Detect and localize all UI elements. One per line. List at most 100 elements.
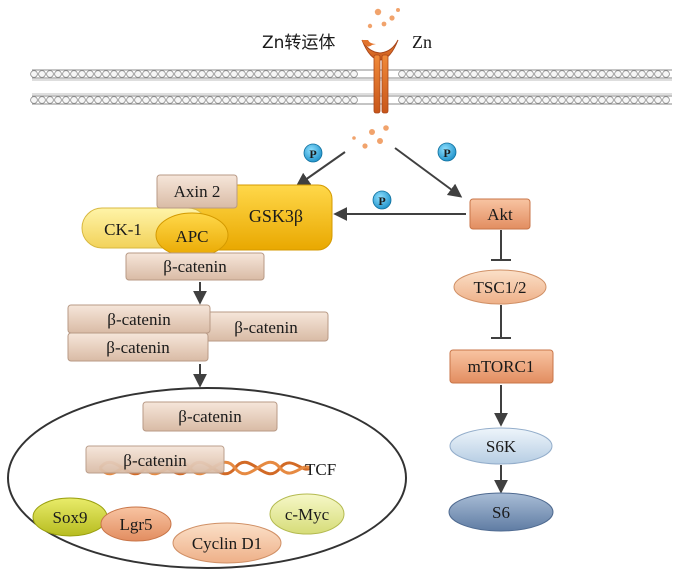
lipid-head [478,70,486,78]
lipid-head [214,96,222,104]
ck1-label: CK-1 [104,220,142,239]
lipid-head [102,70,110,78]
axin2-label: Axin 2 [174,182,221,201]
lipid-head [414,96,422,104]
bcat-complex-box [125,252,265,281]
lipid-head [302,96,310,104]
lipid-head [566,70,574,78]
phospho-marker-2: P [437,142,457,162]
lipid-head [190,96,198,104]
apc-label: APC [175,227,208,246]
lipid-head [198,96,206,104]
lipid-head [486,70,494,78]
lipid-head [230,96,238,104]
lipid-head [126,70,134,78]
lipid-head [38,70,46,78]
lipid-head [454,70,462,78]
bcat-dna-label: β-catenin [123,451,187,470]
lipid-head [270,96,278,104]
lipid-head [478,96,486,104]
lipid-head [630,96,638,104]
lipid-head [646,70,654,78]
phospho-marker-3: P [372,190,392,210]
lipid-head [486,96,494,104]
lipid-head [30,96,38,104]
lipid-head [174,96,182,104]
lipid-head [342,96,350,104]
lipid-head [398,96,406,104]
lipid-head [462,96,470,104]
lipid-head [526,96,534,104]
lipid-head [430,96,438,104]
bcat-nucleus-label: β-catenin [178,407,242,426]
lipid-head [430,70,438,78]
lipid-head [270,70,278,78]
mtorc1-label: mTORC1 [468,357,535,376]
lipid-head [174,70,182,78]
lipid-head [622,96,630,104]
nucleus: β-catenin β-catenin TCF Sox9 Lgr5 Cyclin… [7,387,407,569]
lipid-head [662,96,670,104]
lipid-head [534,70,542,78]
lipid-head [446,70,454,78]
cmyc-ellipse [269,493,345,535]
lipid-head [582,70,590,78]
lipid-head [614,96,622,104]
akt-box [469,198,531,230]
lipid-head [246,96,254,104]
accumulated-bcat: β-catenin β-catenin β-catenin [67,304,329,362]
lipid-head [118,70,126,78]
phospho-marker-1: P [303,143,323,163]
lipid-head [558,96,566,104]
cyclind1-label: Cyclin D1 [192,534,262,553]
lipid-head [310,96,318,104]
phospho-symbol: P [443,146,450,160]
akt-mtor-pathway: Akt TSC1/2 mTORC1 S6K S6 [448,198,554,532]
lipid-head [86,70,94,78]
lgr5-ellipse [100,506,172,542]
gsk3b-label: GSK3β [249,206,303,226]
lipid-head [302,70,310,78]
lipid-head [150,96,158,104]
lipid-head [86,96,94,104]
lipid-head [398,70,406,78]
bcat-accum-label: β-catenin [106,338,170,357]
lipid-head [182,96,190,104]
lipid-head [510,96,518,104]
lipid-head [414,70,422,78]
lipid-head [350,96,358,104]
lipid-head [206,70,214,78]
bcat-accum-box [67,332,209,362]
lipid-head [166,70,174,78]
lipid-head [190,70,198,78]
lipid-head [70,96,78,104]
lipid-head [502,70,510,78]
bcat-accum-label: β-catenin [107,310,171,329]
zn-to-akt-arrow [394,147,463,198]
lipid-head [286,70,294,78]
lipid-head [142,96,150,104]
s6k-ellipse [449,427,553,465]
lipid-head [502,96,510,104]
phospho-symbol: P [378,194,385,208]
lipid-head [222,70,230,78]
phospho-symbol: P [309,147,316,161]
lipid-head [326,96,334,104]
membrane-outer-leaflet [32,69,672,79]
bcat-accum-label: β-catenin [234,318,298,337]
lipid-head [94,96,102,104]
lipid-head [70,70,78,78]
lipid-head [262,96,270,104]
lipid-head [318,70,326,78]
lipid-head [598,70,606,78]
lipid-head [574,70,582,78]
lipid-head [494,96,502,104]
lipid-head [510,70,518,78]
lipid-head [662,70,670,78]
lipid-head [438,96,446,104]
lipid-head [158,96,166,104]
lipid-head [550,70,558,78]
lipid-head [214,70,222,78]
lipid-head [654,96,662,104]
